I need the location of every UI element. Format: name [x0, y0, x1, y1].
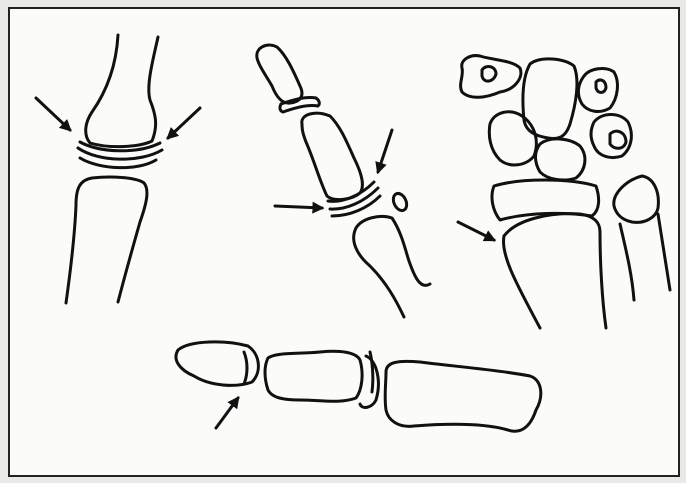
arrow-lower: [275, 206, 322, 208]
